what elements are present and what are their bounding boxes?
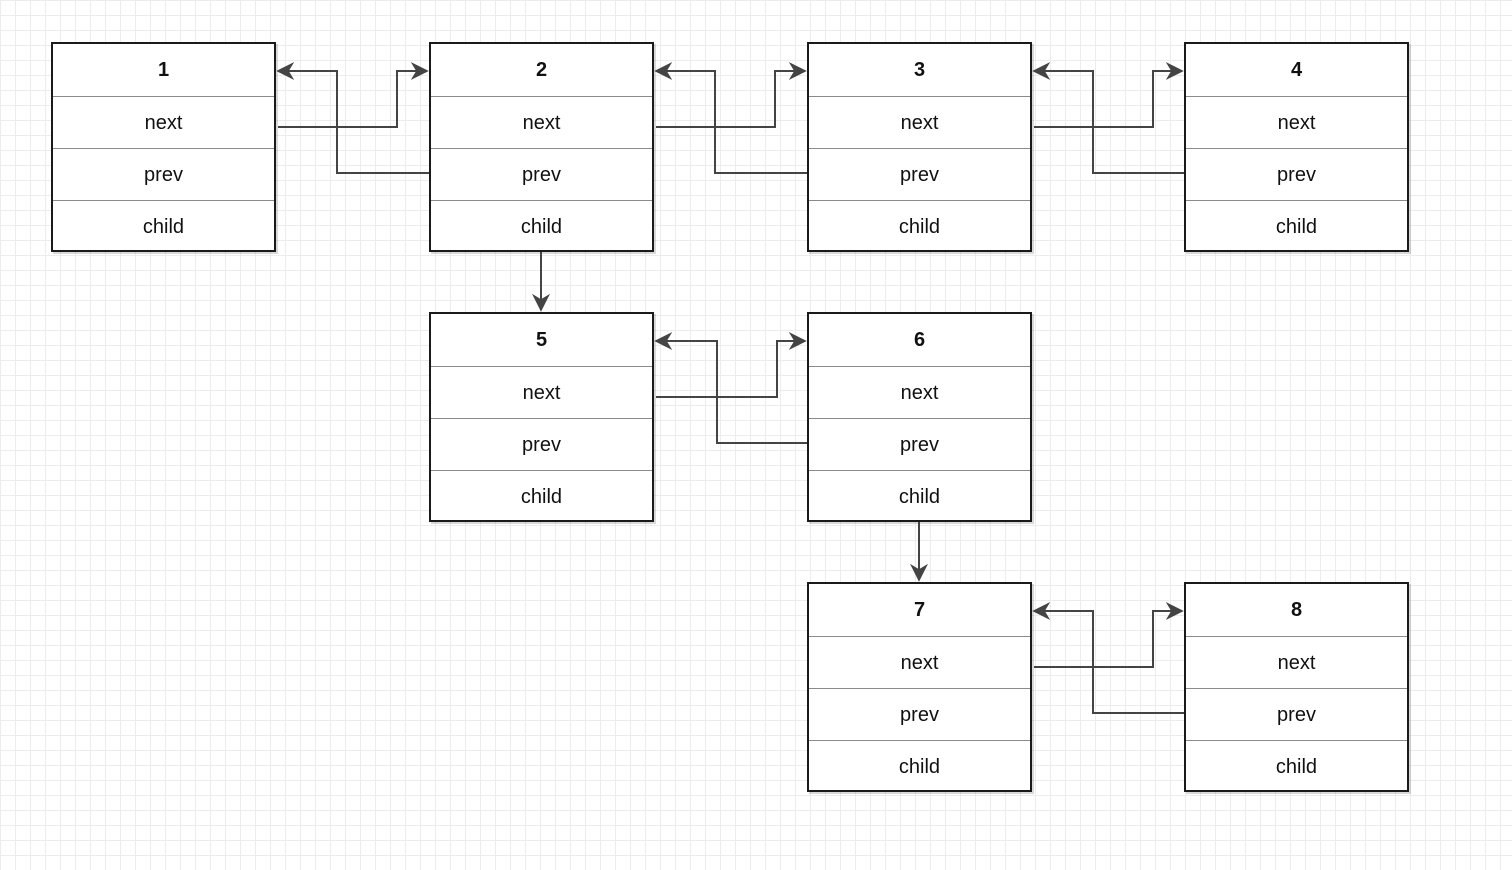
node-6[interactable]: 6 next prev child [807,312,1032,522]
child-field: child [1186,200,1407,252]
child-field: child [431,470,652,522]
node-label: 7 [913,599,926,621]
child-field: child [809,470,1030,522]
node-label: 8 [1290,599,1303,621]
node-4[interactable]: 4 next prev child [1184,42,1409,252]
node-label: 1 [157,59,170,81]
node-1[interactable]: 1 next prev child [51,42,276,252]
prev-field: prev [431,418,652,470]
next-field: next [1186,96,1407,148]
next-field: next [809,96,1030,148]
edge-1-next-2 [278,62,429,128]
child-field: child [431,200,652,252]
node-2[interactable]: 2 next prev child [429,42,654,252]
edge-2-next-3 [656,62,807,128]
edge-7-next-8 [1034,602,1184,668]
child-field: child [1186,740,1407,792]
edge-3-prev-2 [654,62,807,174]
next-field: next [431,366,652,418]
child-field: child [53,200,274,252]
edge-5-next-6 [656,332,807,398]
prev-field: prev [809,688,1030,740]
edge-2-prev-1 [276,62,429,174]
node-7[interactable]: 7 next prev child [807,582,1032,792]
prev-field: prev [1186,688,1407,740]
edge-3-next-4 [1034,62,1184,128]
next-field: next [1186,636,1407,688]
node-label: 2 [535,59,548,81]
next-field: next [809,636,1030,688]
node-label: 5 [535,329,548,351]
node-8[interactable]: 8 next prev child [1184,582,1409,792]
node-label: 3 [913,59,926,81]
edge-4-prev-3 [1032,62,1184,174]
prev-field: prev [809,148,1030,200]
prev-field: prev [809,418,1030,470]
prev-field: prev [431,148,652,200]
next-field: next [53,96,274,148]
edge-6-prev-5 [654,332,807,444]
edge-8-prev-7 [1032,602,1184,714]
child-field: child [809,740,1030,792]
child-field: child [809,200,1030,252]
node-label: 6 [913,329,926,351]
next-field: next [431,96,652,148]
node-label: 4 [1290,59,1303,81]
prev-field: prev [1186,148,1407,200]
next-field: next [809,366,1030,418]
node-5[interactable]: 5 next prev child [429,312,654,522]
node-3[interactable]: 3 next prev child [807,42,1032,252]
prev-field: prev [53,148,274,200]
